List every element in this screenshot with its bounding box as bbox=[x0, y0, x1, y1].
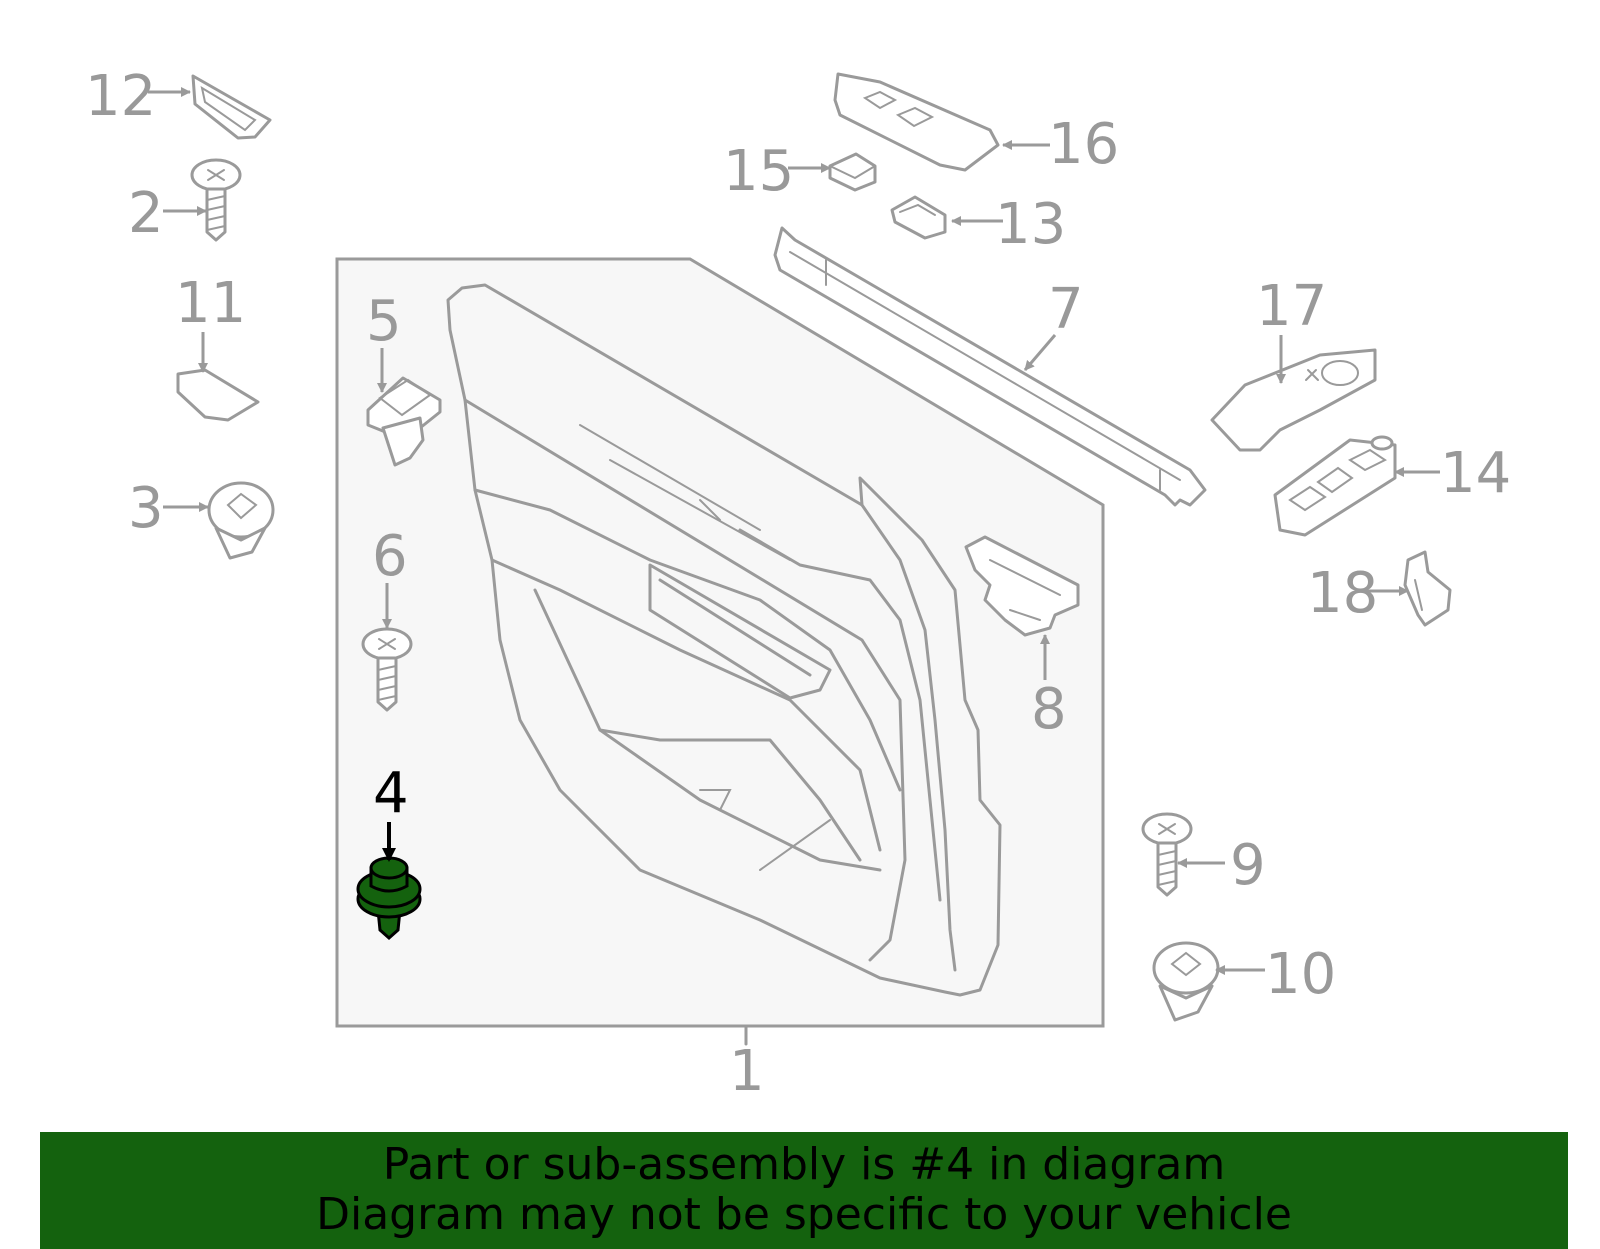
callout-1: 1 bbox=[729, 1039, 765, 1104]
callout-6: 6 bbox=[372, 524, 408, 589]
callout-16: 16 bbox=[1048, 112, 1119, 177]
banner-line-disclaimer: Diagram may not be specific to your vehi… bbox=[316, 1189, 1292, 1240]
part-16-switch-panel bbox=[833, 72, 1000, 172]
banner-line-part: Part or sub-assembly is #4 in diagram bbox=[382, 1139, 1226, 1190]
callout-10: 10 bbox=[1265, 942, 1336, 1007]
callout-4: 4 bbox=[373, 761, 409, 826]
callout-9: 9 bbox=[1230, 833, 1266, 898]
part-5-bracket bbox=[366, 376, 442, 467]
part-14-window-switch bbox=[1273, 435, 1397, 537]
part-4-clip-highlighted bbox=[356, 856, 422, 941]
part-17-switch-bezel bbox=[1210, 348, 1377, 452]
callout-5: 5 bbox=[366, 289, 402, 354]
part-8-bracket bbox=[964, 535, 1080, 637]
callout-17: 17 bbox=[1256, 274, 1327, 339]
part-3-clip bbox=[207, 481, 275, 560]
callout-12: 12 bbox=[85, 64, 156, 129]
part-7-weatherstrip bbox=[773, 226, 1207, 507]
part-11-pad bbox=[176, 368, 260, 422]
part-2-screw bbox=[190, 158, 242, 242]
part-13-bracket bbox=[890, 195, 947, 240]
info-banner: Part or sub-assembly is #4 in diagram Di… bbox=[40, 1132, 1568, 1249]
part-6-screw bbox=[361, 627, 413, 712]
callout-2: 2 bbox=[128, 181, 164, 246]
callout-11: 11 bbox=[175, 271, 246, 336]
part-10-clip bbox=[1152, 941, 1220, 1022]
parts-diagram: 12 2 11 3 5 6 4 1 15 16 13 7 17 14 18 8 … bbox=[85, 64, 1511, 1104]
callout-13: 13 bbox=[995, 192, 1066, 257]
callout-14: 14 bbox=[1440, 441, 1511, 506]
leader-arrows bbox=[148, 87, 1440, 975]
callout-labels: 12 2 11 3 5 6 4 1 15 16 13 7 17 14 18 8 … bbox=[85, 64, 1511, 1104]
part-15-switch bbox=[828, 152, 877, 192]
callout-18: 18 bbox=[1307, 561, 1378, 626]
callout-7: 7 bbox=[1048, 277, 1084, 342]
part-12-bezel bbox=[191, 74, 272, 140]
callout-8: 8 bbox=[1031, 677, 1067, 742]
door-trim-panel bbox=[335, 257, 1105, 1046]
callout-3: 3 bbox=[128, 476, 164, 541]
part-18-clip bbox=[1403, 550, 1452, 627]
part-9-screw bbox=[1141, 812, 1193, 897]
callout-15: 15 bbox=[723, 139, 794, 204]
